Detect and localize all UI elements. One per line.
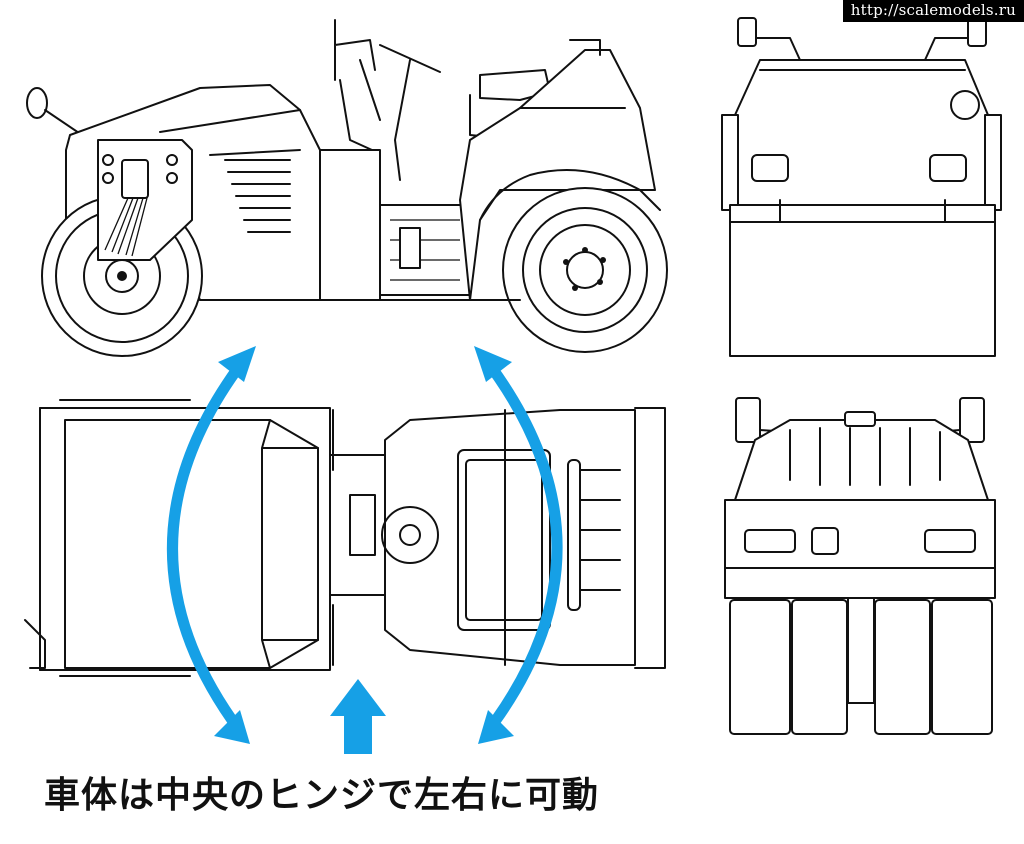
rear-body-rear xyxy=(734,59,989,211)
side-view xyxy=(26,19,668,357)
watermark: http://scalemodels.ru xyxy=(842,0,1024,22)
front-hood-front xyxy=(734,419,989,501)
front-drum-segment xyxy=(791,599,848,735)
front-drum-segment xyxy=(931,599,993,735)
tail-lamp-left xyxy=(751,154,789,182)
mirror-left-icon xyxy=(737,17,757,47)
hinge-up-arrow xyxy=(330,679,386,754)
left-curved-arrow xyxy=(166,364,243,724)
right-curved-arrow xyxy=(487,364,563,724)
top-view xyxy=(24,399,666,677)
mirror-icon xyxy=(26,87,48,119)
front-drum-segment xyxy=(729,599,791,735)
tail-lamp-right xyxy=(929,154,967,182)
steering-wheel-top xyxy=(381,506,439,564)
arrow-head-left-bottom xyxy=(214,710,250,744)
rear-body xyxy=(459,49,656,301)
articulation-arrows xyxy=(166,346,563,754)
arrow-head-left-top xyxy=(218,346,256,382)
rear-view xyxy=(721,17,1002,357)
rear-drum-rear xyxy=(729,221,996,357)
steering-wheel xyxy=(379,44,441,73)
caption: 車体は中央のヒンジで左右に可動 xyxy=(44,775,600,816)
mirror-right-icon xyxy=(967,17,987,47)
front-view xyxy=(724,397,996,735)
front-drum-segment xyxy=(874,599,931,735)
mirror-right-icon-front xyxy=(959,397,985,443)
arrow-head-right-top xyxy=(474,346,512,382)
arrow-head-right-bottom xyxy=(478,710,514,744)
mirror-left-icon-front xyxy=(735,397,761,443)
